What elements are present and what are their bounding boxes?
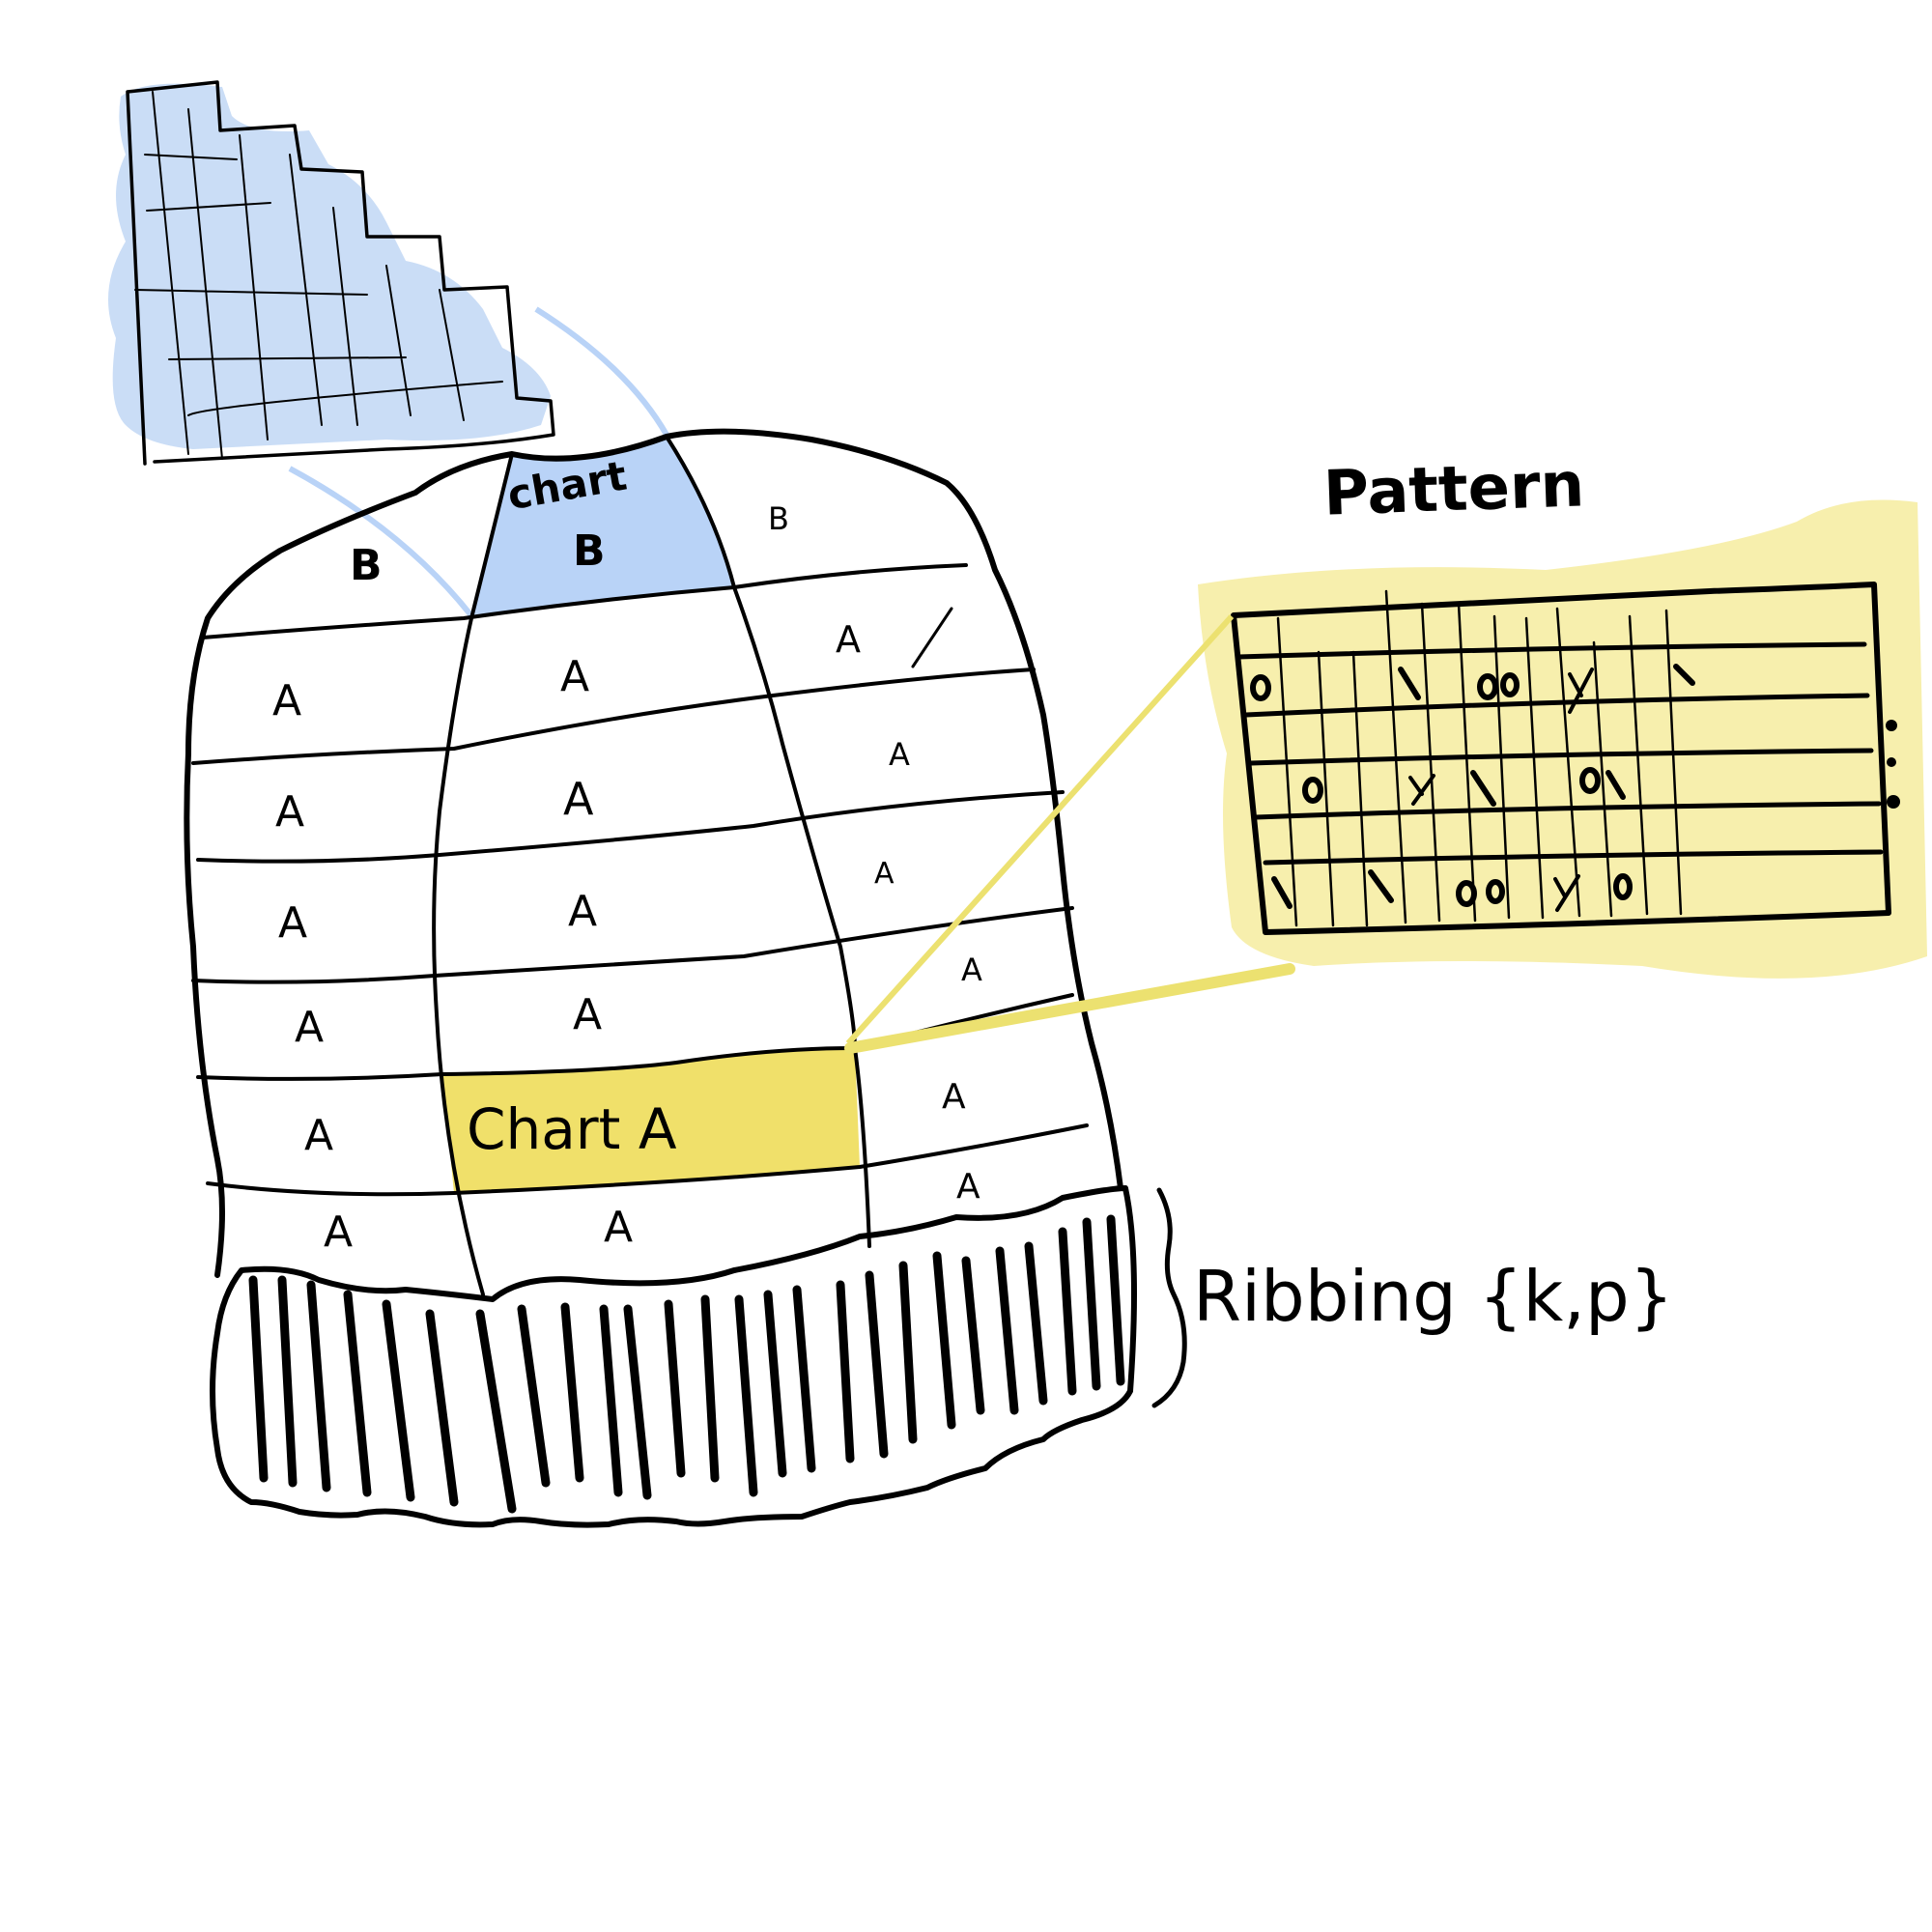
chart-b-wash	[108, 83, 551, 450]
cell-a: A	[563, 773, 594, 825]
cell-a: A	[295, 1003, 325, 1052]
cell-a: A	[889, 736, 910, 773]
cell-a: A	[278, 898, 308, 948]
chart-b-label-line2: B	[573, 526, 606, 576]
chart-b-leader-lines	[288, 306, 669, 620]
pattern-symbols	[1250, 664, 1695, 912]
chart-a-label: Chart A	[467, 1096, 677, 1162]
cell-a: A	[956, 1167, 980, 1207]
cell-a: A	[275, 787, 305, 837]
ribbing-band	[210, 1185, 1137, 1528]
cell-a: A	[961, 952, 982, 988]
pattern-chart-grid	[1231, 582, 1891, 935]
chart-b-staircase	[126, 80, 555, 466]
cell-a: A	[272, 676, 302, 725]
cell-a: A	[836, 618, 861, 661]
cell-a: A	[604, 1203, 634, 1252]
cell-a: A	[874, 857, 895, 891]
continuation-dots	[1886, 720, 1900, 809]
chart-b-crown-cell	[471, 437, 734, 618]
pattern-wash	[1198, 499, 1927, 979]
cell-a: A	[942, 1077, 966, 1117]
cell-a: A	[568, 887, 598, 936]
chart-a-leader-lines	[844, 613, 1295, 1054]
ribbing-label: Ribbing {k,p}	[1193, 1256, 1674, 1337]
crown-cell-b-left: B	[350, 541, 383, 590]
pattern-label: Pattern	[1321, 449, 1586, 530]
cell-a: A	[560, 652, 590, 701]
cell-a: A	[573, 990, 603, 1039]
crown-cell-b-right: B	[768, 500, 789, 537]
ribbing-brace	[1151, 1187, 1187, 1408]
chart-a-cell	[442, 1048, 860, 1193]
cell-a: A	[304, 1111, 334, 1160]
cell-a: A	[324, 1208, 354, 1257]
